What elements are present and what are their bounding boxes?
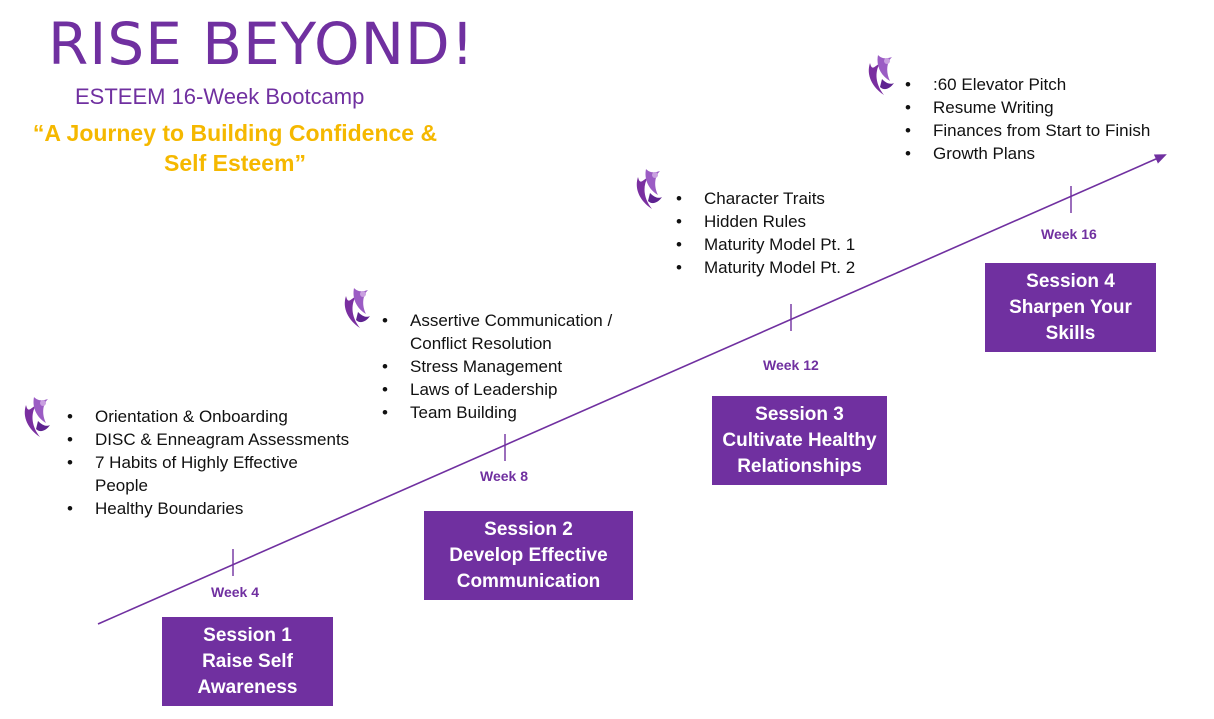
session-4-topics: :60 Elevator Pitch Resume Writing Financ…: [905, 73, 1205, 165]
week-label-4: Week 4: [211, 584, 259, 600]
week-label-8: Week 8: [480, 468, 528, 484]
topic-item: Healthy Boundaries: [67, 497, 387, 520]
session-2-topics: Assertive Communication /Conflict Resolu…: [382, 309, 682, 424]
topic-item: Hidden Rules: [676, 210, 936, 233]
session-1-topics: Orientation & Onboarding DISC & Enneagra…: [67, 405, 387, 520]
flame-figure-logo-icon: [24, 397, 50, 437]
tagline-line-2: Self Esteem”: [164, 150, 306, 176]
topic-item: Resume Writing: [905, 96, 1205, 119]
session-3-title-line-2: Relationships: [737, 456, 862, 477]
topic-item: Assertive Communication /Conflict Resolu…: [382, 309, 682, 355]
topic-item: Maturity Model Pt. 2: [676, 256, 936, 279]
session-3-box: Session 3 Cultivate Healthy Relationship…: [712, 396, 887, 485]
session-4-title-line-2: Skills: [1045, 323, 1096, 344]
tagline-line-1: “A Journey to Building Confidence &: [32, 120, 438, 146]
topic-item: Maturity Model Pt. 1: [676, 233, 936, 256]
session-2-box: Session 2 Develop Effective Communicatio…: [424, 511, 633, 600]
session-1-title-line-2: Awareness: [197, 677, 298, 698]
week-label-16: Week 16: [1041, 226, 1097, 242]
topic-item: Finances from Start to Finish: [905, 119, 1205, 142]
flame-figure-logo-icon: [636, 169, 662, 209]
flame-figure-logo-icon: [344, 288, 370, 328]
topic-item: Orientation & Onboarding: [67, 405, 387, 428]
session-3-topics: Character Traits Hidden Rules Maturity M…: [676, 187, 936, 279]
session-2-title-line-1: Develop Effective: [449, 545, 608, 566]
session-4-box: Session 4 Sharpen Your Skills: [985, 263, 1156, 352]
flame-figure-logo-icon: [868, 55, 894, 95]
session-3-title-line-1: Cultivate Healthy: [722, 430, 877, 451]
session-3-number: Session 3: [755, 404, 844, 425]
session-2-number: Session 2: [484, 519, 573, 540]
session-4-title-line-1: Sharpen Your: [1009, 297, 1132, 318]
topic-item: Growth Plans: [905, 142, 1205, 165]
topic-item: Stress Management: [382, 355, 682, 378]
tagline: “A Journey to Building Confidence & Self…: [30, 118, 440, 178]
week-label-12: Week 12: [763, 357, 819, 373]
page-subtitle: ESTEEM 16-Week Bootcamp: [75, 84, 365, 109]
session-1-number: Session 1: [203, 625, 292, 646]
topic-item: DISC & Enneagram Assessments: [67, 428, 387, 451]
session-4-number: Session 4: [1026, 271, 1115, 292]
session-1-title-line-1: Raise Self: [202, 651, 293, 672]
topic-item: :60 Elevator Pitch: [905, 73, 1205, 96]
session-2-title-line-2: Communication: [456, 571, 601, 592]
topic-item: Team Building: [382, 401, 682, 424]
session-1-box: Session 1 Raise Self Awareness: [162, 617, 333, 706]
page-title: RISE BEYOND!: [48, 10, 475, 78]
topic-item: Character Traits: [676, 187, 936, 210]
topic-item: Laws of Leadership: [382, 378, 682, 401]
